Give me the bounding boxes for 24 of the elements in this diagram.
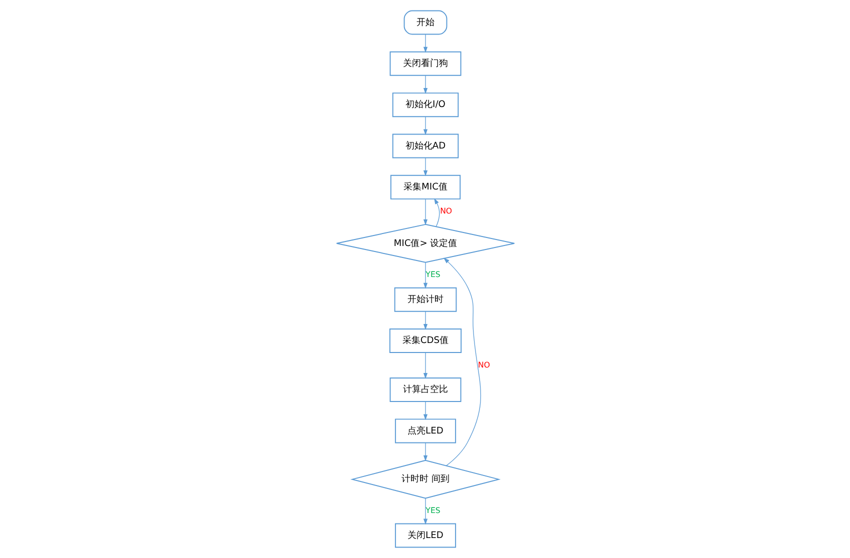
node-box: 初始化AD xyxy=(392,134,458,158)
arrow xyxy=(422,442,428,462)
arrow xyxy=(422,401,428,420)
arrow xyxy=(422,158,428,176)
node-box: 点亮LED xyxy=(394,418,456,444)
arrow xyxy=(434,198,440,227)
node-diamond: 计时时 间到 xyxy=(350,460,500,499)
node-box: 采集MIC值 xyxy=(390,174,460,200)
arrow xyxy=(443,258,481,466)
arrow xyxy=(422,34,428,53)
arrow xyxy=(422,262,428,289)
arrow xyxy=(422,75,428,94)
arrow xyxy=(422,311,428,330)
node-box: 开始 xyxy=(403,10,447,35)
node-box: 开始计时 xyxy=(394,287,456,312)
arrow xyxy=(422,116,428,136)
arrow xyxy=(422,198,428,226)
node-box: 关闭LED xyxy=(394,523,456,548)
node-box: 初始化I/O xyxy=(392,92,458,118)
arrow xyxy=(422,352,428,379)
node-box: 关闭看门狗 xyxy=(389,51,461,76)
node-box: 计算占空比 xyxy=(389,378,461,402)
arrow xyxy=(422,498,428,525)
node-box: 采集CDS值 xyxy=(388,328,462,354)
